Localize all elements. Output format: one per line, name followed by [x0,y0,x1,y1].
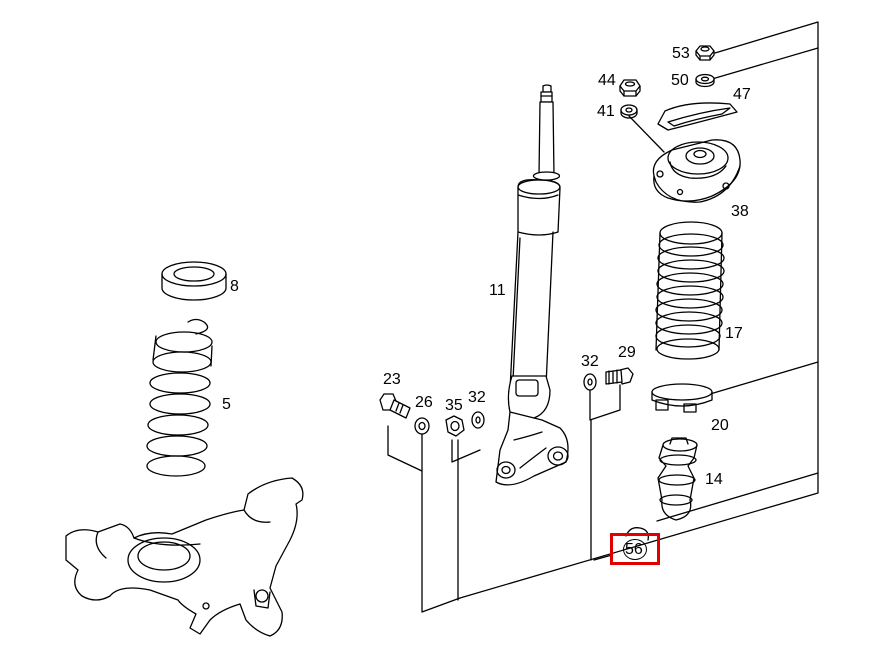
part-label-56: 56 [625,541,643,558]
washer-41 [621,105,664,152]
bolt-23 [380,394,410,418]
part-label-14: 14 [705,471,723,488]
washer-32-lower [472,412,484,428]
highlighted-part-56[interactable]: 56 [610,533,660,565]
part-label-11: 11 [489,282,506,299]
nut-53 [696,46,714,60]
part-label-35: 35 [445,397,463,414]
part-label-23: 23 [383,371,401,388]
part-label-17: 17 [725,325,743,342]
part-label-32-lower: 32 [468,389,486,406]
nut-35 [446,416,464,436]
bolt-29 [606,368,633,384]
part-label-20: 20 [711,417,729,434]
shock-absorber-11 [496,85,568,485]
part-label-8: 8 [230,278,239,295]
part-label-41: 41 [597,103,615,120]
coil-spring-5 [147,320,212,477]
strut-mount-38 [653,140,740,202]
washer-32-upper [584,374,596,390]
part-label-44: 44 [598,72,616,89]
lower-control-arm [66,478,303,636]
part-label-50: 50 [671,72,689,89]
part-number-circle [623,539,647,560]
part-label-47: 47 [733,86,751,103]
clamp-20 [652,384,712,412]
part-label-5: 5 [222,396,231,413]
part-label-53: 53 [672,45,690,62]
spring-pad-8 [162,262,226,300]
cap-47 [658,103,737,130]
part-label-38: 38 [731,203,749,220]
bump-stop-14 [658,438,697,520]
part-label-26: 26 [415,394,433,411]
washer-50 [696,75,714,87]
washer-26 [415,418,429,434]
bracket-lines [388,385,620,612]
nut-44 [620,80,640,96]
part-label-32-upper: 32 [581,353,599,370]
part-label-29: 29 [618,344,636,361]
bellows-17 [656,222,724,359]
